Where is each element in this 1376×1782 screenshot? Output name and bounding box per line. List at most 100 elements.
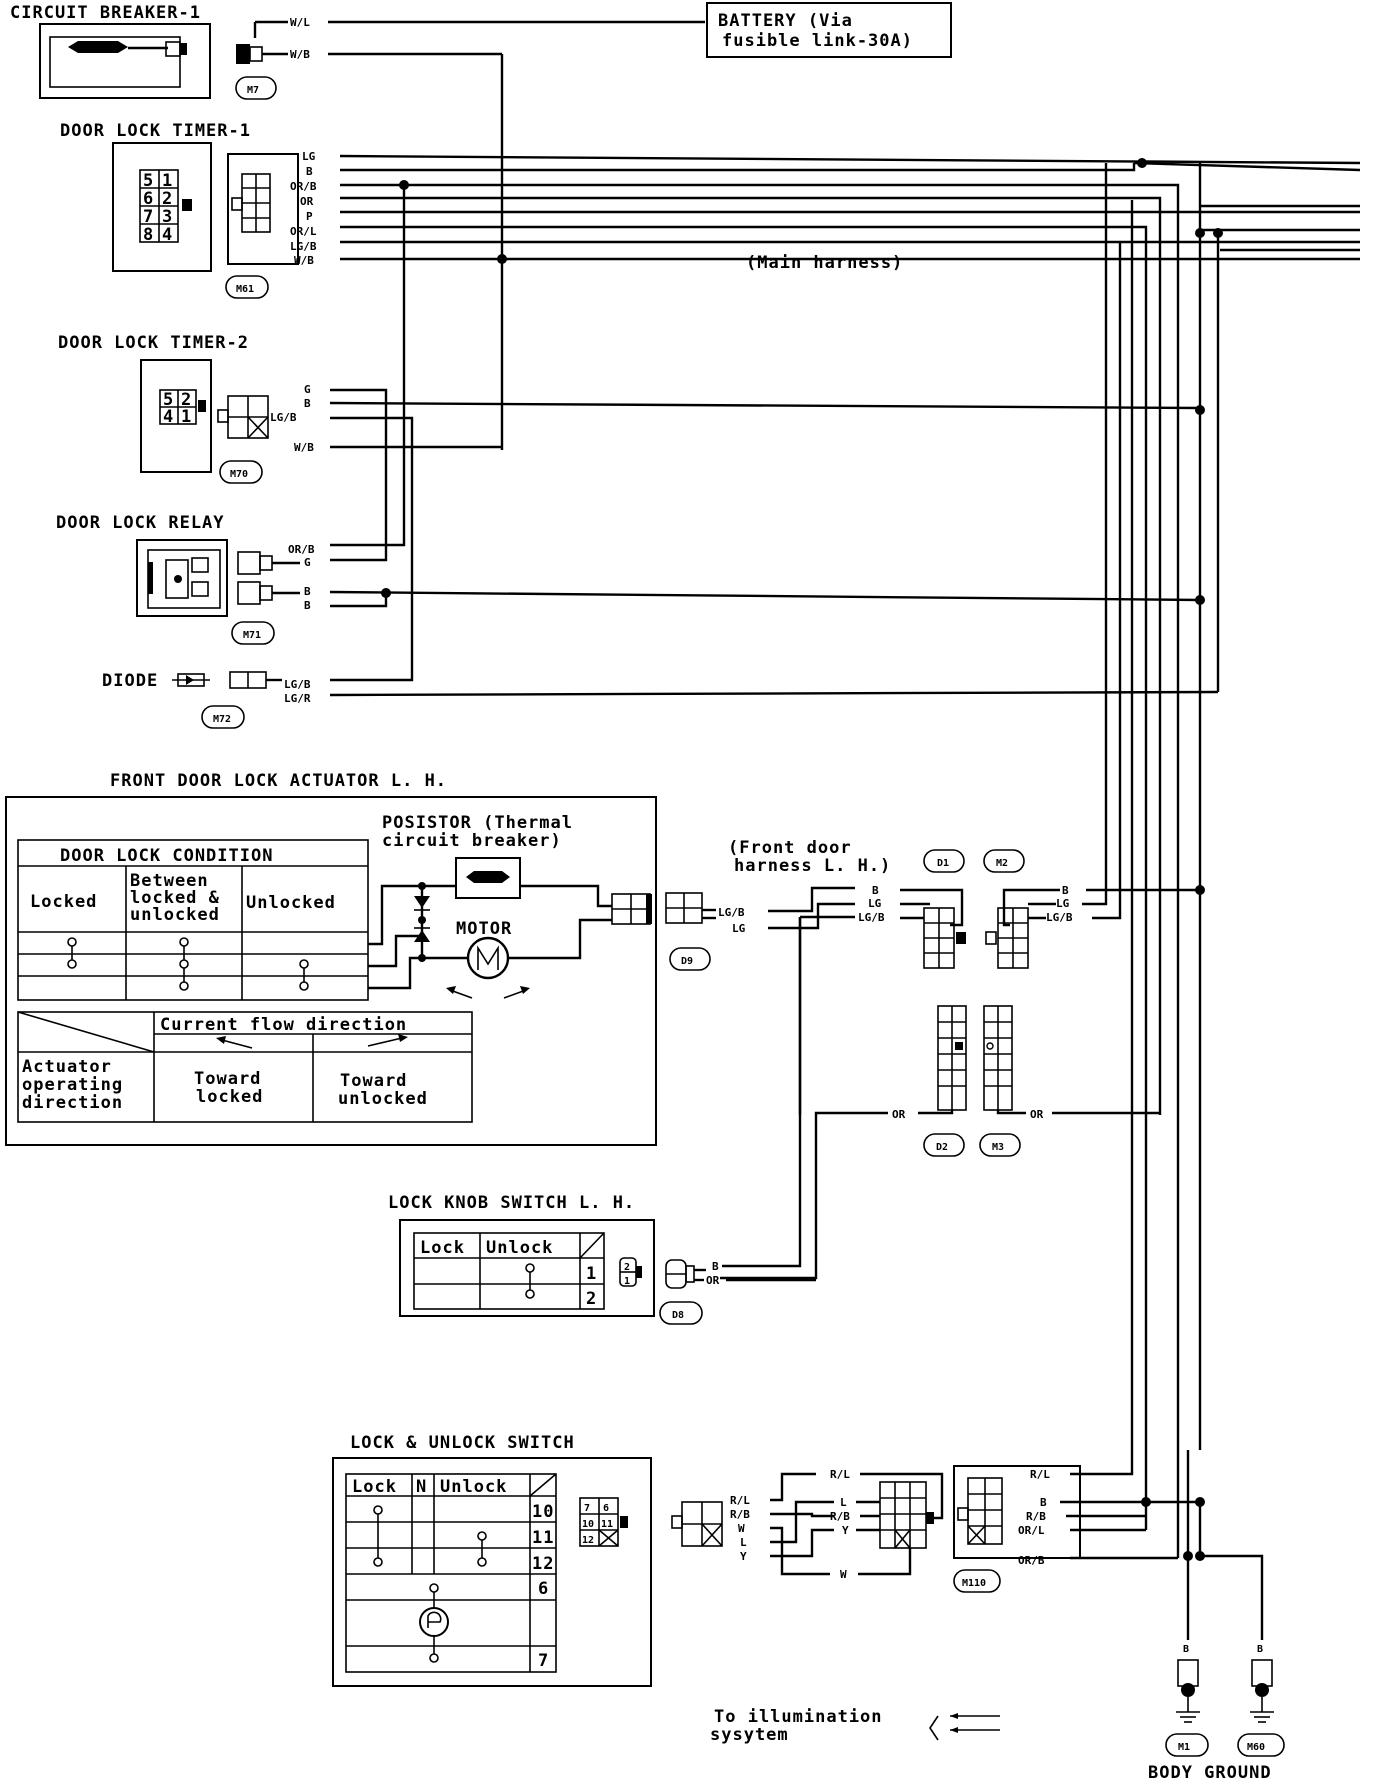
connector-tag-d1	[923, 849, 965, 873]
wire-label: OR	[892, 1108, 906, 1121]
switch-row-7: 7	[538, 1651, 549, 1671]
breaker-symbol-icon	[68, 41, 187, 57]
connector-label-d1: D1	[937, 858, 949, 869]
connector-label-m2: M2	[996, 858, 1008, 869]
wire-label: R/B	[730, 1508, 750, 1521]
wire-label: OR	[706, 1274, 720, 1287]
connector-tag-m7	[235, 76, 277, 100]
connector-label-m110: M110	[962, 1578, 986, 1589]
door-lock-relay-title: DOOR LOCK RELAY	[56, 513, 225, 533]
diode-icon	[172, 673, 210, 687]
door-lock-timer-2: DOOR LOCK TIMER-2 5 2 4 1	[58, 333, 248, 473]
condition-table-title: DOOR LOCK CONDITION	[60, 846, 273, 866]
lock-unlock-title: LOCK & UNLOCK SWITCH	[350, 1433, 575, 1453]
switch-row-11: 11	[532, 1528, 554, 1548]
motor-label: MOTOR	[456, 919, 512, 939]
pin-number: 1	[162, 171, 172, 191]
ground-m60: B M60	[1237, 1644, 1285, 1757]
actuator-connector	[611, 893, 652, 925]
motor-icon	[446, 936, 530, 999]
condition-col-unlocked: Unlocked	[246, 893, 336, 913]
illumination-reference: To illumination sysytem	[710, 1707, 1000, 1745]
connector-tag-m1	[1165, 1733, 1209, 1757]
body-ground-label: BODY GROUND	[1148, 1763, 1272, 1782]
connector-d2: D2	[923, 1005, 967, 1157]
current-flow-row-3: direction	[22, 1093, 123, 1113]
timer-1-frame	[112, 142, 212, 272]
switch-row-10: 10	[532, 1502, 554, 1522]
wire-label: LG/R	[284, 692, 311, 705]
connector-d9: D9	[665, 892, 716, 971]
wire-label: LG	[732, 922, 746, 935]
wire-label: Y	[842, 1524, 849, 1537]
pin-number: 10	[582, 1519, 594, 1530]
wire-label: B	[872, 884, 879, 897]
illumination-line1: To illumination	[714, 1707, 883, 1727]
pin-number: 1	[181, 407, 191, 427]
pin-number: 4	[162, 225, 172, 245]
posistor-label-2: circuit breaker)	[382, 831, 562, 851]
connector-d1: D1	[923, 849, 966, 969]
door-lock-timer-1-title: DOOR LOCK TIMER-1	[60, 121, 251, 141]
connector-tag-m72	[201, 705, 245, 729]
connector-tag-d8	[659, 1301, 703, 1325]
pin-number: 2	[181, 390, 191, 410]
arrow-right-icon	[367, 1034, 408, 1047]
condition-col-locked: Locked	[30, 892, 97, 912]
lamp-icon	[419, 1607, 449, 1637]
connector-tag-m61	[225, 275, 269, 299]
arrow-left-icon	[216, 1036, 253, 1049]
timer-1-pin-block: 5 1 6 2 7 3 8 4	[139, 169, 192, 245]
wire-label: W/L	[290, 16, 310, 29]
wire-label: OR/L	[1018, 1524, 1045, 1537]
wire-label: R/L	[730, 1494, 750, 1507]
circuit-breaker-box	[39, 23, 211, 99]
connector-label-m1: M1	[1178, 1742, 1190, 1753]
wire-label: B	[304, 397, 311, 410]
switch-contact-icon	[525, 1263, 535, 1299]
wire-label: B	[1257, 1644, 1263, 1655]
connector-tag-d2	[923, 1133, 965, 1157]
front-door-harness-2: harness L. H.)	[734, 856, 891, 876]
wire-label: L	[740, 1536, 747, 1549]
wire-label: Y	[740, 1550, 747, 1563]
battery-label-line2: fusible link-30A)	[722, 31, 913, 51]
switch-col-n: N	[416, 1477, 427, 1497]
wire-label: B	[306, 165, 313, 178]
lock-unlock-frame	[332, 1457, 652, 1687]
lock-knob-pins: 2 1	[619, 1257, 642, 1287]
wire-label: OR/B	[288, 543, 315, 556]
switch-contact-icon	[373, 1505, 487, 1663]
switch-harness-connector	[671, 1501, 723, 1547]
circuit-breaker-inner	[49, 36, 181, 88]
pin-number: 2	[162, 189, 172, 209]
front-door-harness-1: (Front door	[728, 838, 852, 858]
knob-row-2: 2	[586, 1289, 597, 1309]
wire-label: LG/B	[290, 240, 317, 253]
knob-col-lock: Lock	[420, 1238, 465, 1258]
connector-label-d2: D2	[936, 1142, 948, 1153]
wire-label: OR	[1030, 1108, 1044, 1121]
pin-number: 11	[601, 1519, 613, 1530]
wire-label: B	[1062, 884, 1069, 897]
condition-col-between-2: locked &	[130, 888, 220, 908]
current-flow-col-1a: Toward	[194, 1069, 261, 1089]
connector-label-d9: D9	[681, 956, 693, 967]
wire-label: W	[738, 1522, 745, 1535]
wire-label: LG/B	[718, 906, 745, 919]
current-flow-title: Current flow direction	[160, 1015, 407, 1035]
connector-m61: M61	[225, 153, 299, 299]
connector-label-d8: D8	[672, 1310, 684, 1321]
connector-label-m61: M61	[236, 284, 254, 295]
current-flow-col-2b: unlocked	[338, 1089, 428, 1109]
front-door-lock-actuator: FRONT DOOR LOCK ACTUATOR L. H. DOOR LOCK…	[5, 771, 657, 1146]
diode-title: DIODE	[102, 671, 158, 691]
battery-label-line1: BATTERY (Via	[718, 11, 853, 31]
wire-label: B	[712, 1260, 719, 1273]
wire-label: OR/B	[1018, 1554, 1045, 1567]
lock-unlock-switch: LOCK & UNLOCK SWITCH Lock N Unlock 10 11…	[332, 1433, 652, 1687]
connector-m3: M3	[979, 1005, 1021, 1157]
wire-label: OR/B	[290, 180, 317, 193]
wire-label: OR/L	[290, 225, 317, 238]
connector-tag-d9	[669, 947, 711, 971]
